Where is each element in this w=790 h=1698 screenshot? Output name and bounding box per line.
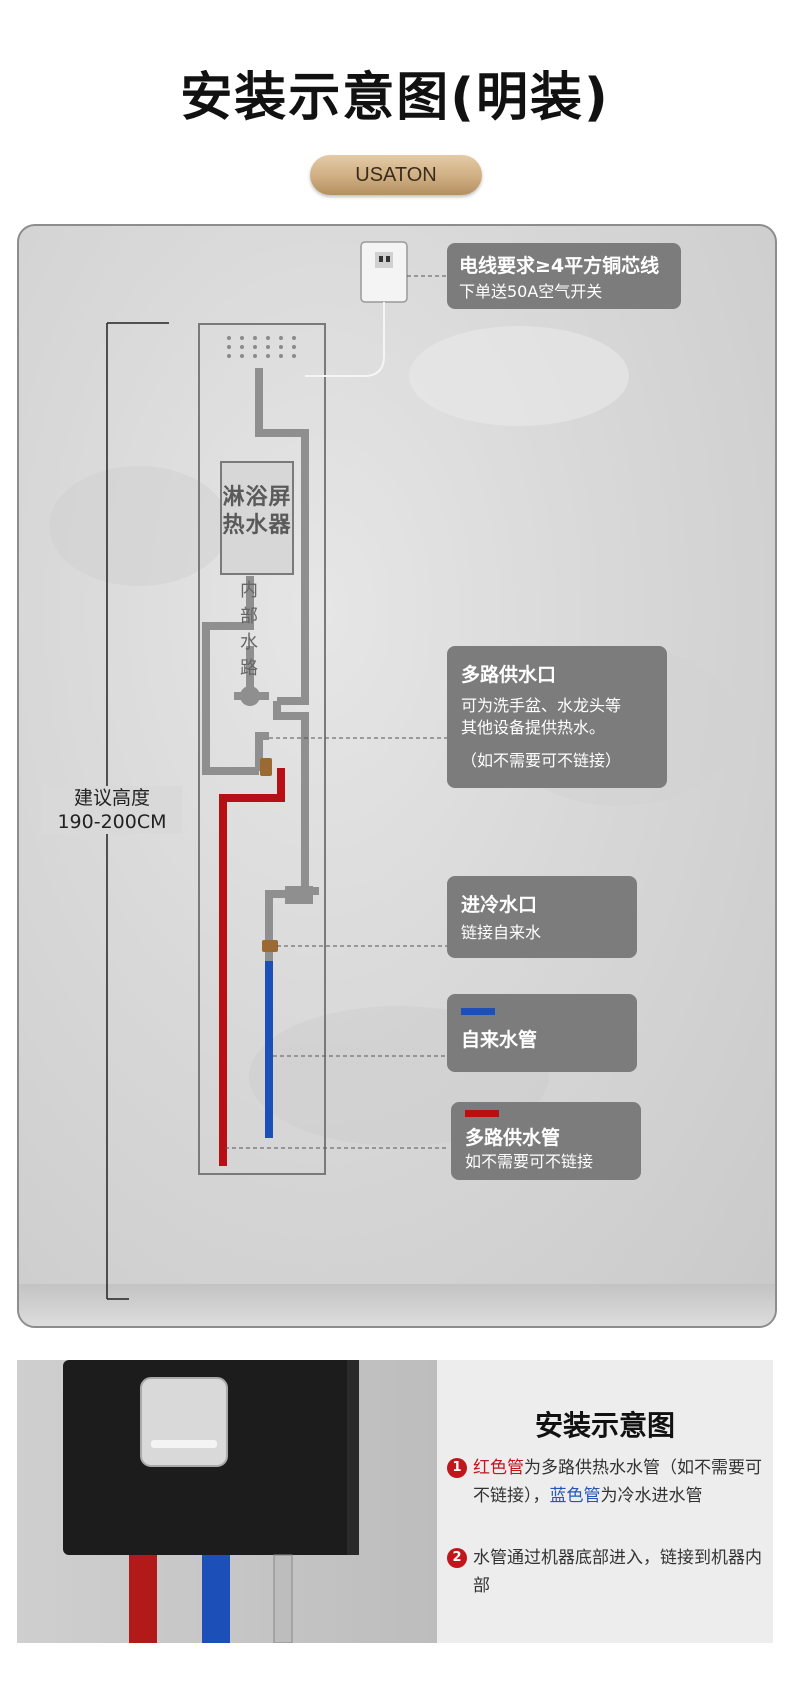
callout-multi-pipe: 多路供水管 如不需要可不链接 (451, 1102, 641, 1180)
callout-cold-inlet-title: 进冷水口 (461, 890, 623, 917)
height-label-line2: 190-200CM (42, 810, 182, 834)
callout-multi-outlet-sub1: 可为洗手盆、水龙头等 (461, 695, 653, 717)
blue-pipe-swatch (461, 1008, 495, 1015)
note-1-number: 1 (447, 1458, 467, 1478)
callout-multi-outlet-note: （如不需要可不链接） (461, 749, 653, 773)
inner-waterway-label: 内 部 水 路 (237, 578, 261, 682)
callout-multi-outlet-title: 多路供水口 (461, 660, 653, 687)
notes-title: 安装示意图 (437, 1404, 773, 1444)
callout-power: 电线要求≥4平方铜芯线 下单送50A空气开关 (447, 243, 681, 309)
cold-inlet-fitting (262, 940, 278, 952)
inner-waterway-char: 内 (237, 578, 261, 604)
note-2-number: 2 (447, 1548, 467, 1568)
brand-badge: USATON (310, 155, 482, 195)
product-photo (17, 1360, 437, 1643)
callout-tap-pipe: 自来水管 (447, 994, 637, 1072)
inner-waterway-char: 部 (237, 604, 261, 630)
callout-multi-pipe-title: 多路供水管 (465, 1123, 627, 1150)
notes-panel: 安装示意图 1 红色管为多路供热水水管（如不需要可不链接），蓝色管为冷水进水管 … (437, 1360, 773, 1643)
red-pipe-swatch (465, 1110, 499, 1117)
product-photo-illustration (17, 1360, 437, 1643)
page-title: 安装示意图(明装) (0, 55, 790, 130)
callout-multi-outlet-sub2: 其他设备提供热水。 (461, 717, 653, 739)
heater-label-line2: 热水器 (217, 512, 297, 540)
note-2-text: 水管通过机器底部进入，链接到机器内部 (473, 1548, 762, 1596)
note-1: 1 红色管为多路供热水水管（如不需要可不链接），蓝色管为冷水进水管 (473, 1454, 763, 1510)
height-label: 建议高度 190-200CM (42, 786, 182, 834)
heater-label: 淋浴屏 热水器 (217, 484, 297, 540)
callout-cold-inlet: 进冷水口 链接自来水 (447, 876, 637, 958)
installation-diagram-panel: 淋浴屏 热水器 内 部 水 路 建议高度 190-200CM 电线要求≥4平方铜… (17, 224, 777, 1328)
shower-head-holes (227, 336, 296, 358)
callout-multi-outlet: 多路供水口 可为洗手盆、水龙头等 其他设备提供热水。 （如不需要可不链接） (447, 646, 667, 788)
note-2: 2 水管通过机器底部进入，链接到机器内部 (473, 1544, 763, 1600)
power-switch-box (361, 242, 407, 302)
heater-label-line1: 淋浴屏 (217, 484, 297, 512)
cold-joint-block (285, 886, 313, 904)
red-pipe-text: 红色管 (473, 1458, 524, 1478)
mixing-valve (240, 686, 260, 706)
callout-tap-pipe-title: 自来水管 (461, 1025, 623, 1052)
callout-cold-inlet-sub: 链接自来水 (461, 921, 623, 945)
callout-power-sub: 下单送50A空气开关 (459, 280, 669, 304)
callout-multi-pipe-sub: 如不需要可不链接 (465, 1150, 627, 1174)
inner-waterway-char: 路 (237, 656, 261, 682)
power-cable (305, 302, 384, 376)
hot-outlet-fitting (260, 758, 272, 776)
note-1-end: 为冷水进水管 (601, 1486, 703, 1506)
callout-power-title: 电线要求≥4平方铜芯线 (459, 251, 669, 278)
height-label-line1: 建议高度 (42, 786, 182, 810)
blue-pipe-text: 蓝色管 (550, 1486, 601, 1506)
bottom-section: 安装示意图 1 红色管为多路供热水水管（如不需要可不链接），蓝色管为冷水进水管 … (17, 1360, 773, 1643)
inner-waterway-char: 水 (237, 630, 261, 656)
